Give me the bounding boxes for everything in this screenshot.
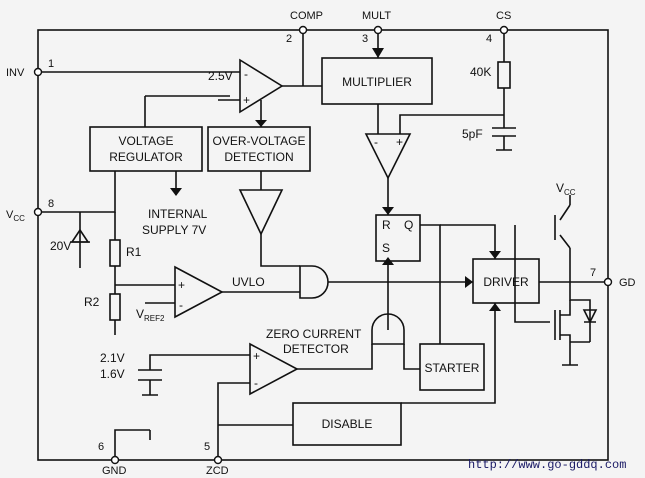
zcd-level-low: 1.6V bbox=[100, 367, 125, 381]
voltage-regulator-label-1: VOLTAGE bbox=[119, 134, 174, 148]
pin4-node bbox=[499, 25, 509, 35]
uvlo-label: UVLO bbox=[232, 275, 265, 289]
pin-gnd-label: GND bbox=[102, 465, 127, 477]
resistor-r2 bbox=[109, 293, 121, 321]
r-40k-label: 40K bbox=[470, 65, 491, 79]
over-voltage-label-1: OVER-VOLTAGE bbox=[213, 134, 306, 148]
pin3-node bbox=[373, 25, 383, 35]
pin-zcd-num: 5 bbox=[204, 441, 210, 453]
r1-label: R1 bbox=[126, 245, 142, 259]
vref2-label: VREF2 bbox=[136, 307, 165, 323]
driver-label: DRIVER bbox=[483, 275, 529, 289]
ea-plus: + bbox=[243, 93, 250, 107]
over-voltage-label-2: DETECTION bbox=[224, 150, 293, 164]
zcd-title-2: DETECTOR bbox=[283, 342, 349, 356]
resistor-40k bbox=[497, 61, 511, 89]
r2-label: R2 bbox=[84, 295, 100, 309]
pin-mult-label: MULT bbox=[362, 10, 391, 22]
pin-inv-label: INV bbox=[6, 67, 25, 79]
voltage-regulator-label-2: REGULATOR bbox=[109, 150, 183, 164]
pin-cs-label: CS bbox=[496, 10, 511, 22]
zcd-level-high: 2.1V bbox=[100, 351, 125, 365]
c-5pf-label: 5pF bbox=[462, 127, 483, 141]
pin-zcd-label: ZCD bbox=[206, 465, 229, 477]
uvlo-comparator bbox=[174, 265, 224, 319]
footer-url: http://www.go-gddq.com bbox=[468, 458, 626, 472]
pin7-node bbox=[603, 277, 613, 287]
pin2-node bbox=[298, 25, 308, 35]
pin-inv-num: 1 bbox=[48, 58, 54, 70]
ovp-comparator bbox=[238, 189, 284, 236]
multiplier-label: MULTIPLIER bbox=[342, 75, 412, 89]
pin-comp-num: 2 bbox=[286, 33, 292, 45]
pin1-node bbox=[33, 67, 43, 77]
pin-gnd-num: 6 bbox=[98, 441, 104, 453]
multiplier-block bbox=[321, 57, 433, 105]
vcc-top-label: VCC bbox=[556, 181, 576, 197]
pin-vcc-label: VCC bbox=[6, 209, 25, 223]
starter-block bbox=[419, 343, 485, 391]
pin-mult-num: 3 bbox=[362, 33, 368, 45]
ref-2v5-label: 2.5V bbox=[208, 69, 233, 83]
internal-supply-label-2: SUPPLY 7V bbox=[142, 223, 206, 237]
pin8-node bbox=[33, 207, 43, 217]
pin6-node bbox=[110, 455, 120, 465]
ff-r-label: R bbox=[382, 218, 391, 232]
pin-cs-num: 4 bbox=[486, 33, 492, 45]
zener-20v-label: 20V bbox=[50, 239, 71, 253]
chip-outline bbox=[37, 29, 609, 461]
pin-vcc-num: 8 bbox=[48, 198, 54, 210]
zcd-minus: - bbox=[254, 376, 258, 390]
disable-label: DISABLE bbox=[322, 417, 373, 431]
zcd-and-gate bbox=[371, 313, 405, 345]
ea-minus: - bbox=[244, 67, 248, 81]
starter-label: STARTER bbox=[425, 361, 480, 375]
zcd-title-1: ZERO CURRENT bbox=[266, 327, 362, 341]
cs-plus: + bbox=[396, 135, 403, 149]
zcd-plus: + bbox=[253, 349, 260, 363]
uvlo-and-gate bbox=[299, 265, 329, 299]
cs-minus: - bbox=[374, 135, 378, 149]
ff-s-label: S bbox=[382, 241, 390, 255]
disable-block bbox=[292, 402, 402, 446]
pin-comp-label: COMP bbox=[290, 10, 323, 22]
uvlo-plus: + bbox=[178, 278, 185, 292]
zcd-comparator bbox=[249, 342, 299, 396]
flip-flop-block bbox=[375, 214, 421, 262]
error-amplifier bbox=[239, 58, 284, 114]
resistor-r1 bbox=[109, 239, 121, 267]
pin5-node bbox=[213, 455, 223, 465]
ff-q-label: Q bbox=[404, 218, 413, 232]
current-comparator bbox=[364, 133, 412, 180]
voltage-regulator-block bbox=[89, 126, 203, 172]
driver-block bbox=[472, 258, 540, 304]
internal-supply-label-1: INTERNAL bbox=[148, 207, 208, 221]
pin-gd-label: GD bbox=[619, 277, 636, 289]
uvlo-minus: - bbox=[179, 298, 183, 312]
over-voltage-block bbox=[207, 126, 311, 172]
pin-gd-num: 7 bbox=[590, 267, 596, 279]
